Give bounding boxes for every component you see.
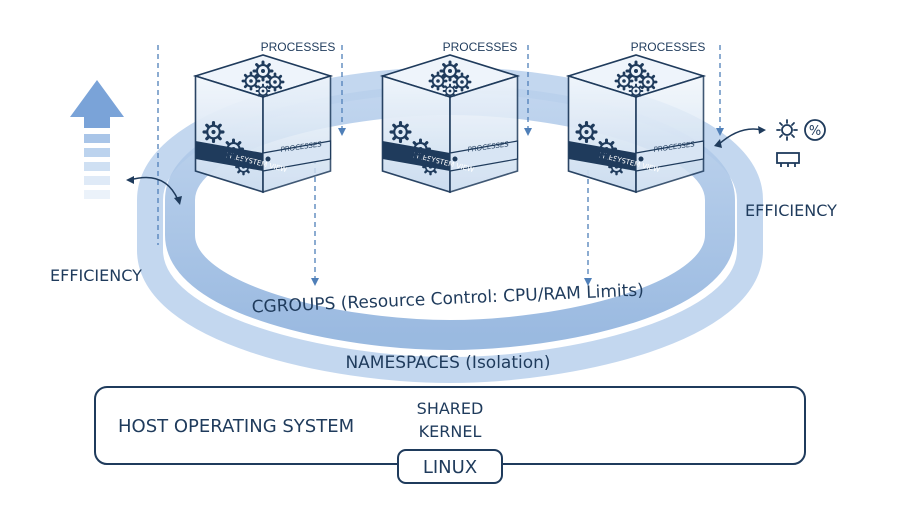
efficiency-label-left: EFFICIENCY [50,266,142,285]
gear-icon [608,158,625,176]
gear-icon [202,120,225,144]
processes-label-3: PROCESSES [631,40,706,54]
gear-icon [410,138,431,160]
percent-symbol: % [809,124,821,139]
processes-label-2: PROCESSES [443,40,518,54]
gear-icon [452,72,472,92]
cgroups-band [165,84,735,351]
gear-icon [596,138,617,160]
sun-icon [776,119,798,141]
percent-icon: % [804,119,826,141]
curved-arrow-icon [126,126,766,205]
gear-icon [575,120,598,144]
gear-icon [389,120,412,144]
gear-icon [235,158,252,176]
gear-icon [628,83,644,99]
linux-label: LINUX [423,457,477,478]
host-os-box: HOST OPERATING SYSTEM SHARED KERNEL [94,386,806,465]
efficiency-label-right: EFFICIENCY [745,201,837,220]
gear-icon [638,72,658,92]
ram-chip-icon [776,152,800,167]
gear-icon [241,71,261,91]
arrowheads [311,128,724,286]
host-os-label: HOST OPERATING SYSTEM [118,416,354,437]
gear-icon [428,71,448,91]
shared-kernel-line1: SHARED [417,399,484,418]
gear-icon [422,158,439,176]
namespaces-label: NAMESPACES (Isolation) [345,353,550,373]
linux-badge: LINUX [397,449,503,484]
gear-icon [223,138,244,160]
gear-icon [265,72,285,92]
processes-label-1: PROCESSES [261,40,336,54]
namespaces-band [137,66,763,384]
arrow-up-icon [70,80,124,199]
gear-icon [442,83,458,99]
gear-icon [255,83,271,99]
gear-icon [614,71,634,91]
shared-kernel-line2: KERNEL [419,422,482,441]
